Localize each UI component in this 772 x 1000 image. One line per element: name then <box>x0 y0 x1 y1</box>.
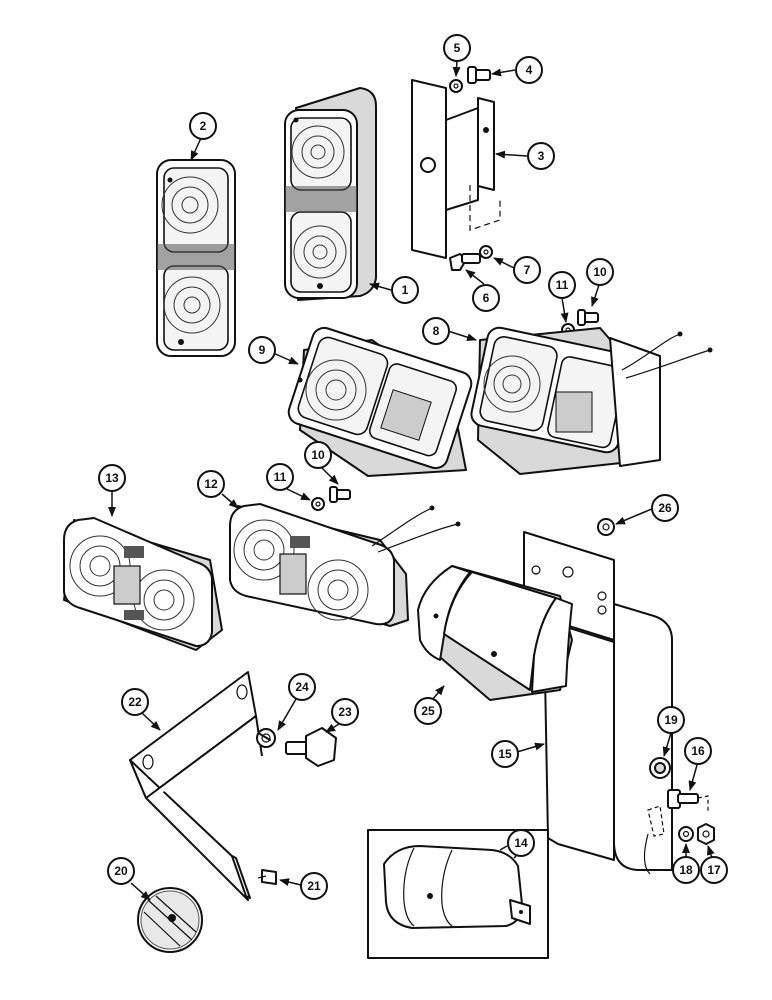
callout-23: 23 <box>331 698 359 726</box>
screw-part-21 <box>257 869 277 885</box>
svg-text:10: 10 <box>311 448 325 462</box>
lockwasher-part-24 <box>256 728 276 748</box>
svg-text:26: 26 <box>658 501 672 515</box>
callout-10-upper: 10 <box>586 258 614 286</box>
washer-part-7 <box>479 245 493 259</box>
callout-8: 8 <box>422 317 450 345</box>
bolt-part-23 <box>285 727 337 767</box>
callout-6: 6 <box>472 284 500 312</box>
nut-part-26 <box>597 518 615 536</box>
callout-15: 15 <box>491 740 519 768</box>
callout-22: 22 <box>121 688 149 716</box>
svg-text:14: 14 <box>514 836 528 850</box>
callout-21: 21 <box>300 872 328 900</box>
nut-part-17 <box>697 823 715 845</box>
svg-text:3: 3 <box>538 149 545 163</box>
callout-13: 13 <box>98 464 126 492</box>
screw-part-10-middle <box>329 486 351 503</box>
washer-part-18 <box>678 826 694 842</box>
svg-text:13: 13 <box>105 471 119 485</box>
callout-11-upper: 11 <box>548 271 576 299</box>
bracket-part-15 <box>523 531 673 875</box>
lamp-part-13 <box>63 517 223 651</box>
svg-text:1: 1 <box>402 283 409 297</box>
screw-part-16 <box>667 789 709 812</box>
callout-7: 7 <box>513 256 541 284</box>
svg-text:23: 23 <box>338 705 352 719</box>
reflector-part-20 <box>137 887 203 953</box>
leader-lines <box>108 59 715 901</box>
callout-16: 16 <box>684 737 712 765</box>
screw-part-4 <box>467 66 491 84</box>
callout-4: 4 <box>515 56 543 84</box>
bolt-part-6 <box>449 253 481 271</box>
svg-text:4: 4 <box>526 63 533 77</box>
svg-text:6: 6 <box>483 291 490 305</box>
callout-11-middle: 11 <box>266 463 294 491</box>
svg-text:19: 19 <box>664 713 678 727</box>
svg-text:11: 11 <box>274 470 287 484</box>
callout-12: 12 <box>197 470 225 498</box>
svg-text:2: 2 <box>200 119 207 133</box>
svg-text:17: 17 <box>707 863 721 877</box>
callout-17: 17 <box>700 856 728 884</box>
bracket-part-3 <box>411 79 501 259</box>
svg-text:25: 25 <box>421 704 435 718</box>
svg-text:24: 24 <box>295 680 309 694</box>
callout-5: 5 <box>443 34 471 62</box>
bracket-part-22 <box>129 671 263 901</box>
callout-26: 26 <box>651 494 679 522</box>
svg-text:5: 5 <box>454 41 461 55</box>
inset-box-part-14 <box>367 829 549 959</box>
svg-text:11: 11 <box>556 278 569 292</box>
callout-2: 2 <box>189 112 217 140</box>
svg-text:18: 18 <box>679 863 693 877</box>
svg-text:8: 8 <box>433 324 440 338</box>
screw-part-10-upper <box>577 309 599 326</box>
callout-14: 14 <box>507 829 535 857</box>
svg-text:15: 15 <box>498 747 512 761</box>
callout-19: 19 <box>657 706 685 734</box>
svg-text:12: 12 <box>204 477 218 491</box>
lamp-part-9 <box>287 326 473 477</box>
callout-24: 24 <box>288 673 316 701</box>
svg-text:9: 9 <box>259 343 266 357</box>
grommet-part-19 <box>649 757 671 779</box>
callout-3: 3 <box>527 142 555 170</box>
svg-text:20: 20 <box>114 864 128 878</box>
washer-part-11-middle <box>311 497 325 511</box>
callout-9: 9 <box>248 336 276 364</box>
lamp-part-2 <box>156 159 236 357</box>
svg-text:16: 16 <box>691 744 705 758</box>
washer-part-5 <box>449 79 463 93</box>
callout-10-middle: 10 <box>304 441 332 469</box>
svg-text:10: 10 <box>593 265 607 279</box>
lamp-part-8 <box>470 326 713 475</box>
svg-text:21: 21 <box>307 879 321 893</box>
lamp-part-12 <box>229 503 461 627</box>
callout-20: 20 <box>107 857 135 885</box>
callout-1: 1 <box>391 276 419 304</box>
svg-text:7: 7 <box>524 263 531 277</box>
svg-text:22: 22 <box>128 695 142 709</box>
callout-25: 25 <box>414 697 442 725</box>
lamp-part-1 <box>284 87 377 301</box>
housing-part-25 <box>417 565 573 701</box>
callout-18: 18 <box>672 856 700 884</box>
